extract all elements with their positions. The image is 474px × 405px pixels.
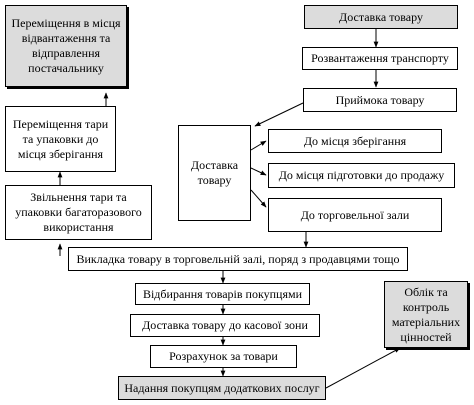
- node-selection: Відбирання товарів покупцями: [135, 283, 310, 305]
- arrow-acceptance-to-delivery: [254, 102, 304, 127]
- node-move-tare: Переміщення тари та упаковки до місця зб…: [5, 106, 116, 172]
- node-extra-services: Надання покупцям додаткових послуг: [118, 376, 326, 400]
- node-payment: Розрахунок за товари: [150, 345, 297, 368]
- node-to-preparation: До місця підготовки до продажу: [268, 163, 455, 188]
- node-to-checkout: Доставка товару до касової зони: [130, 314, 320, 337]
- node-to-sales-hall: До торговельної зали: [268, 198, 442, 232]
- arrow-to-storage: [250, 140, 267, 151]
- node-accounting: Облік та контроль матеріальних цінностей: [384, 281, 468, 348]
- node-acceptance: Приймока товару: [303, 88, 457, 112]
- arrow-to-sales-hall: [250, 189, 267, 208]
- node-unloading: Розвантаження транспорту: [302, 47, 458, 70]
- node-to-storage: До місця зберігання: [268, 129, 442, 153]
- arrow-to-preparation: [250, 167, 267, 176]
- node-display-goods: Викладка товару в торговельній залі, пор…: [68, 247, 408, 271]
- node-free-tare: Звільнення тари та упаковки багаторазово…: [5, 185, 152, 240]
- node-delivery-center: Доставка товару: [178, 125, 251, 221]
- arrow-services-to-accounting: [325, 347, 401, 389]
- node-supplier-return: Переміщення в місця відвантаження та від…: [5, 5, 127, 87]
- node-delivery: Доставка товару: [304, 5, 458, 29]
